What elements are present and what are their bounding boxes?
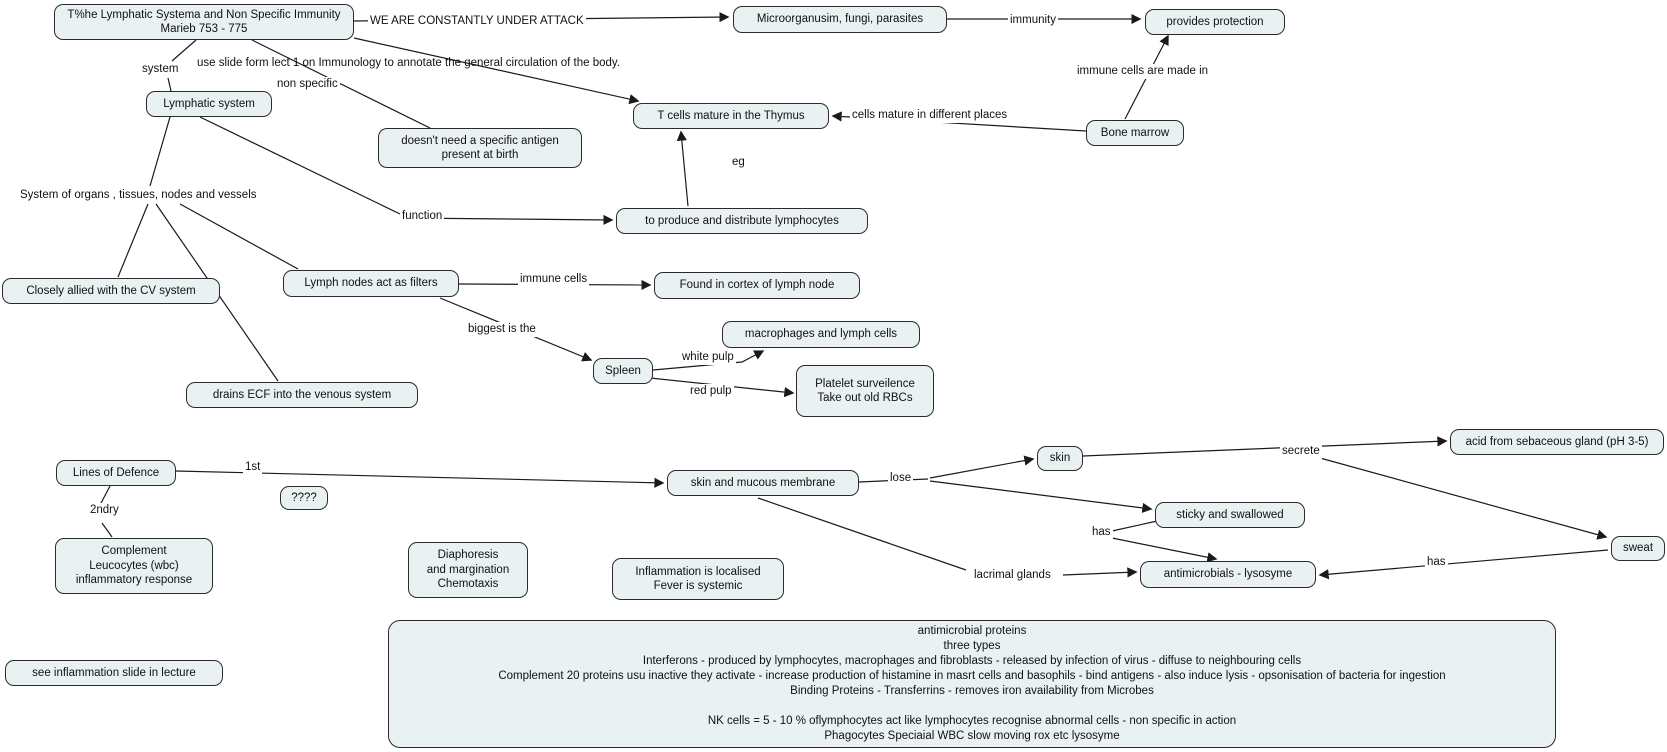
- edge-system-lymphatic: [167, 77, 172, 92]
- edge-title-tcells: [353, 37, 640, 105]
- link-label-immunity[interactable]: immunity: [1008, 13, 1059, 28]
- note-line: antimicrobial proteins: [917, 625, 1027, 637]
- note-line: NK cells = 5 - 10 % oflymphocytes act li…: [707, 715, 1237, 727]
- node-bone-marrow[interactable]: Bone marrow: [1086, 120, 1184, 146]
- edge-skin-secrete-acid: [1082, 436, 1448, 457]
- node-acid-sebaceous[interactable]: acid from sebaceous gland (pH 3-5): [1450, 429, 1664, 455]
- link-label-secrete[interactable]: secrete: [1280, 444, 1322, 459]
- node-tcells-thymus[interactable]: T cells mature in the Thymus: [633, 103, 829, 129]
- node-lymphatic-system[interactable]: Lymphatic system: [146, 91, 272, 117]
- node-produce-lymphocytes[interactable]: to produce and distribute lymphocytes: [616, 208, 868, 234]
- node-cortex-lymph-node[interactable]: Found in cortex of lymph node: [654, 272, 860, 299]
- node-lines-of-defence[interactable]: Lines of Defence: [56, 460, 176, 486]
- node-diaphoresis[interactable]: Diaphoresis and margination Chemotaxis: [408, 542, 528, 598]
- node-sweat[interactable]: sweat: [1611, 536, 1665, 561]
- node-title[interactable]: T%he Lymphatic Systema and Non Specific …: [54, 4, 354, 40]
- note-line: Complement 20 proteins usu inactive they…: [498, 670, 1446, 682]
- edge-title-nonspecific-antigen: [251, 39, 431, 129]
- node-platelet-surveillance[interactable]: Platelet surveilence Take out old RBCs: [796, 365, 934, 417]
- link-label-cells-mature[interactable]: cells mature in different places: [850, 108, 1010, 123]
- node-drains-ecf[interactable]: drains ECF into the venous system: [186, 382, 418, 408]
- edge-lymphatic-organs: [149, 116, 171, 187]
- edge-2ndry-complement: [101, 522, 113, 538]
- link-label-use-slide[interactable]: use slide form lect 1 on Immunology to a…: [197, 57, 620, 69]
- edge-lose-skin: [929, 455, 1035, 479]
- node-macrophages-lymph[interactable]: macrophages and lymph cells: [722, 321, 920, 348]
- edge-organs-closely: [117, 203, 149, 278]
- edge-title-system: [171, 39, 197, 62]
- node-skin-mucous[interactable]: skin and mucous membrane: [667, 470, 859, 496]
- node-see-inflammation[interactable]: see inflammation slide in lecture: [5, 660, 223, 686]
- link-label-2ndry[interactable]: 2ndry: [88, 503, 121, 518]
- node-complement-leucocytes[interactable]: Complement Leucocytes (wbc) inflammatory…: [55, 538, 213, 594]
- node-antimicrobial-proteins-note[interactable]: antimicrobial proteins three types Inter…: [388, 620, 1556, 748]
- edge-sweat-has-antimicrobials: [1318, 549, 1609, 580]
- node-lymph-nodes-filters[interactable]: Lymph nodes act as filters: [283, 270, 459, 297]
- link-label-eg[interactable]: eg: [730, 155, 747, 170]
- edge-organs-lymphnodes: [179, 203, 299, 270]
- note-line: Binding Proteins - Transferrins - remove…: [790, 685, 1154, 697]
- edge-lacrimal-antimicrobials: [1062, 567, 1138, 578]
- link-label-lacrimal-glands[interactable]: lacrimal glands: [972, 568, 1053, 583]
- note-line: Phagocytes Speciaial WBC slow moving rox…: [824, 730, 1120, 742]
- link-label-1st[interactable]: 1st: [243, 460, 263, 475]
- edge-has-antimicrobials: [1111, 537, 1218, 563]
- link-label-immune-cells[interactable]: immune cells: [518, 272, 590, 287]
- edge-lymphatic-function: [199, 116, 401, 215]
- edge-spleen-whitepulp-macrophages: [652, 350, 765, 371]
- edge-skinmucous-lacrimal: [757, 497, 967, 571]
- edge-lose-sticky: [929, 480, 1153, 513]
- link-label-lose[interactable]: lose: [888, 471, 914, 486]
- edge-produce-eg-tcells: [676, 130, 689, 207]
- note-line: [394, 699, 1550, 714]
- node-spleen[interactable]: Spleen: [593, 358, 653, 384]
- link-label-white-pulp[interactable]: white pulp: [680, 350, 736, 365]
- node-inflammation-localised[interactable]: Inflammation is localised Fever is syste…: [612, 558, 784, 600]
- link-label-has-sticky[interactable]: has: [1090, 525, 1113, 540]
- node-no-antigen[interactable]: doesn't need a specific antigen present …: [378, 128, 582, 168]
- edge-secrete-sweat: [1319, 457, 1608, 540]
- link-label-immune-cells-made[interactable]: immune cells are made in: [1075, 64, 1211, 79]
- link-label-biggest[interactable]: biggest is the: [466, 322, 538, 337]
- node-sticky-swallowed[interactable]: sticky and swallowed: [1155, 502, 1305, 528]
- note-line: Interferons - produced by lymphocytes, m…: [642, 655, 1302, 667]
- node-provides-protection[interactable]: provides protection: [1145, 9, 1285, 35]
- note-line: three types: [943, 640, 1001, 652]
- node-closely-allied[interactable]: Closely allied with the CV system: [2, 278, 220, 304]
- link-label-non-specific[interactable]: non specific: [275, 77, 340, 92]
- link-label-function[interactable]: function: [400, 209, 445, 224]
- node-question-marks[interactable]: ????: [280, 486, 328, 510]
- link-label-has-sweat[interactable]: has: [1425, 555, 1448, 570]
- node-microorganisms[interactable]: Microorganusim, fungi, parasites: [733, 6, 947, 33]
- link-label-red-pulp[interactable]: red pulp: [688, 384, 734, 399]
- node-antimicrobials[interactable]: antimicrobials - lysosyme: [1140, 561, 1316, 588]
- link-label-system[interactable]: system: [140, 62, 181, 77]
- link-label-under-attack[interactable]: WE ARE CONSTANTLY UNDER ATTACK: [368, 14, 586, 29]
- link-label-system-of-organs[interactable]: System of organs , tissues, nodes and ve…: [20, 189, 257, 201]
- edge-defence-2ndry-a: [99, 485, 111, 506]
- node-skin[interactable]: skin: [1037, 446, 1083, 471]
